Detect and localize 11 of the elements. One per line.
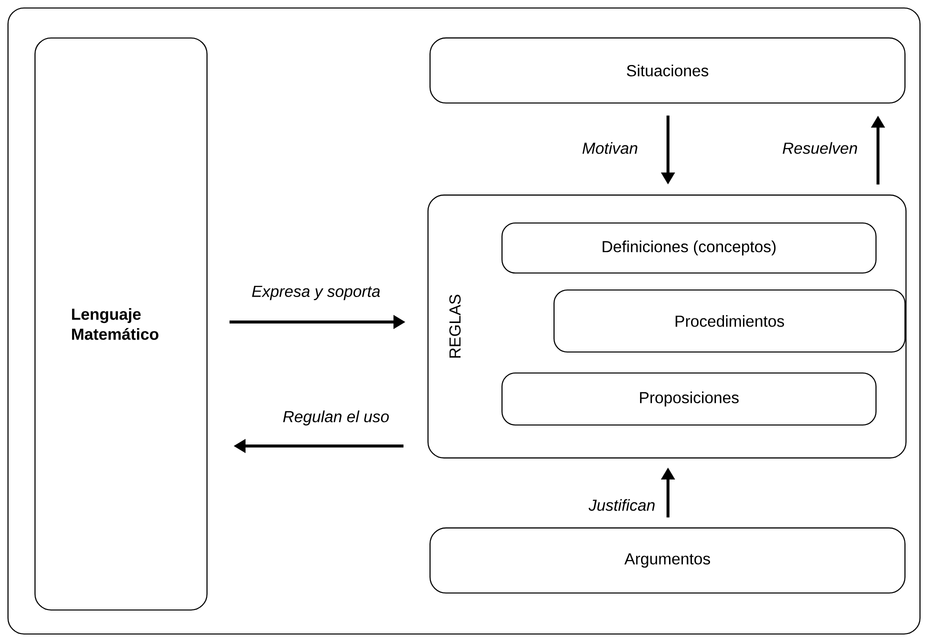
concept-box: Argumentos [430,527,906,594]
concept-box: Definiciones (conceptos) [501,222,877,274]
edge-label: Resuelven [782,142,858,154]
edge-label: Regulan el uso [283,410,389,426]
edge-label: Expresa y soporta [252,286,380,300]
concept-box: Lenguaje Matemático [34,37,208,611]
concept-box: Procedimientos [554,289,906,353]
concept-box: Situaciones [430,37,906,104]
concept-box: Proposiciones [501,372,877,426]
edge-label: Justifican [588,499,655,511]
edge-label: Motivan [582,142,638,154]
